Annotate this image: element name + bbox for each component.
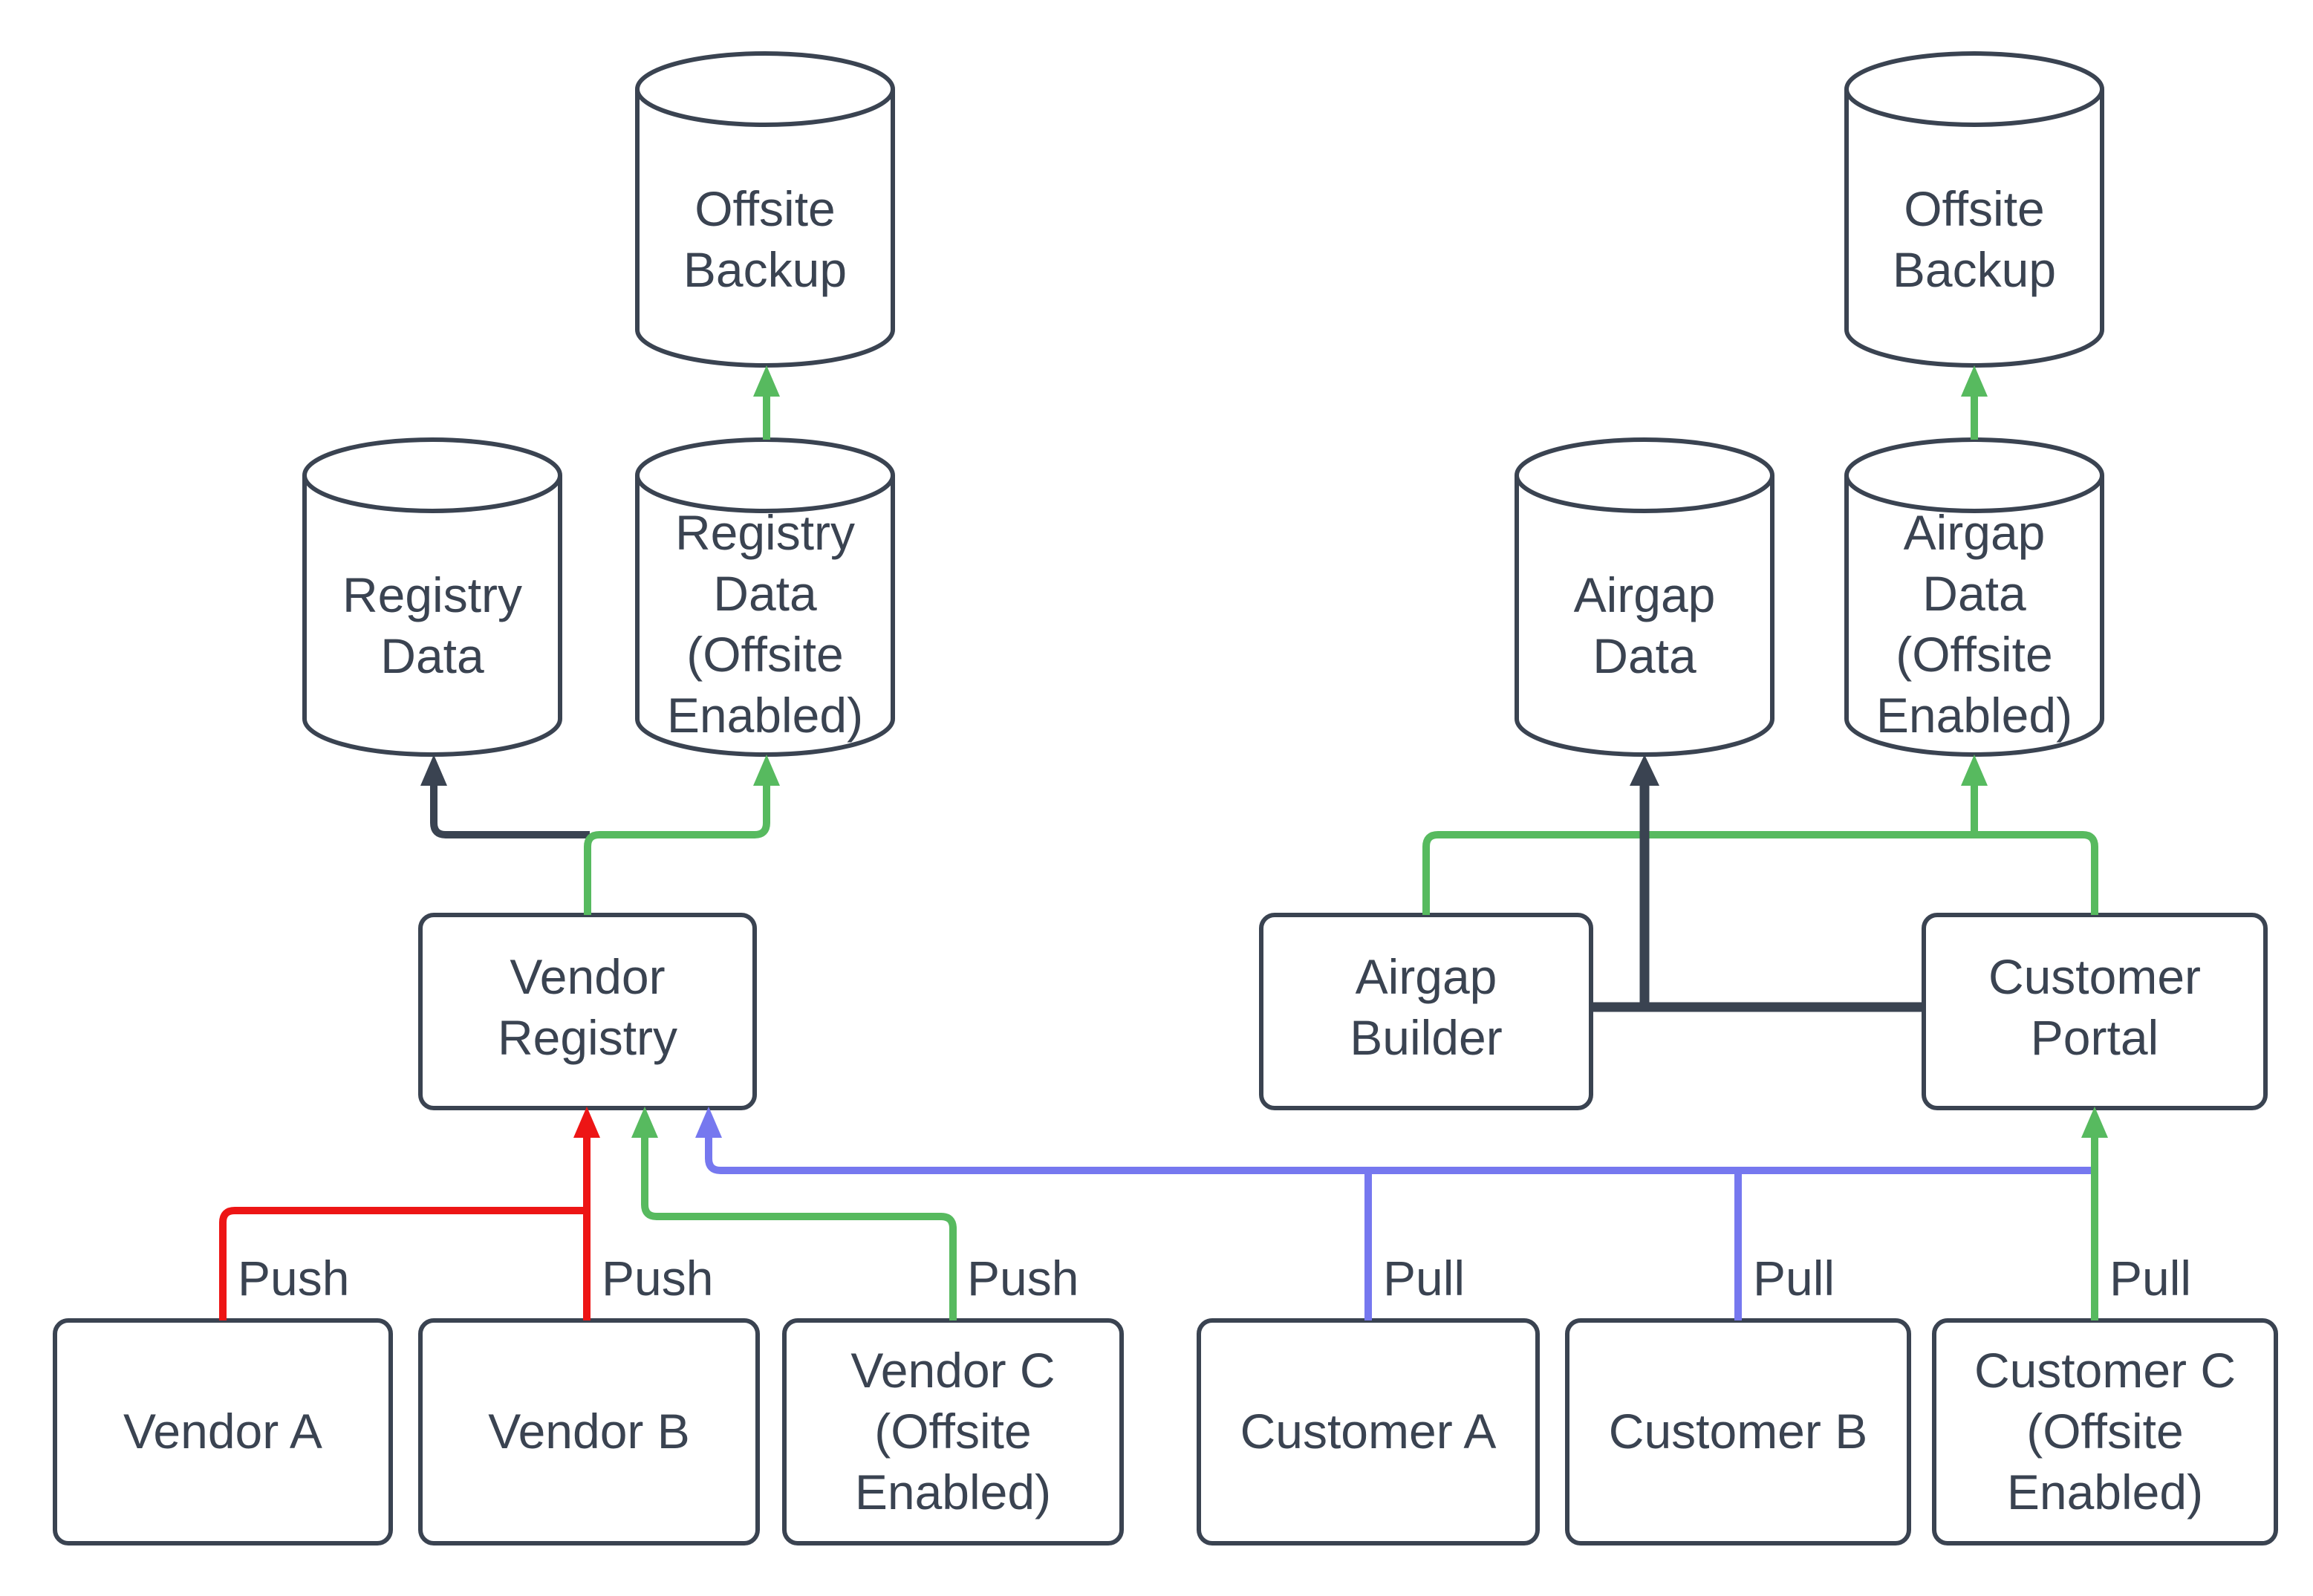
edge-label-push-vendor-a: Push	[238, 1251, 350, 1306]
label-customer-a: Customer A	[1240, 1404, 1497, 1459]
edge-push-vendor-c	[631, 1107, 957, 1320]
cylinder-offsite-backup-left	[635, 51, 895, 368]
edge-label-push-vendor-b: Push	[602, 1251, 714, 1306]
label-airgap-data-offsite: Airgap Data (Offsite Enabled)	[1876, 505, 2073, 743]
cylinder-airgap-data-offsite	[1844, 437, 2104, 757]
label-vendor-registry: Vendor Registry	[497, 949, 678, 1065]
edge-label-pull-customer-b: Pull	[1753, 1251, 1835, 1306]
label-registry-data: Registry Data	[342, 567, 523, 683]
edge-label-pull-customer-a: Pull	[1383, 1251, 1465, 1306]
edge-airgap-data-offsite-to-offsite-backup	[1961, 365, 1988, 440]
edge-to-airgap-data	[1630, 755, 1659, 1007]
edge-push-vendor-b	[573, 1107, 600, 1320]
cylinder-offsite-backup-right	[1844, 51, 2104, 368]
label-offsite-backup-left: Offsite Backup	[683, 181, 848, 297]
label-customer-b: Customer B	[1608, 1404, 1868, 1459]
label-vendor-c: Vendor C (Offsite Enabled)	[850, 1343, 1055, 1520]
label-offsite-backup-right: Offsite Backup	[1892, 181, 2057, 297]
edge-push-vendor-a	[219, 1207, 590, 1320]
edge-vendor-registry-to-registry-data-offsite	[584, 755, 780, 915]
edge-to-airgap-data-offsite	[1961, 755, 1988, 835]
edge-pull-bus-to-vendor-registry	[695, 1107, 2095, 1174]
label-airgap-builder: Airgap Builder	[1350, 949, 1503, 1065]
edge-vendor-registry-to-registry-data	[420, 755, 590, 838]
cylinder-registry-data-offsite	[635, 437, 895, 757]
label-vendor-b: Vendor B	[488, 1404, 690, 1459]
label-customer-c: Customer C (Offsite Enabled)	[1974, 1343, 2236, 1520]
edge-label-push-vendor-c: Push	[967, 1251, 1079, 1306]
edge-label-pull-customer-c: Pull	[2109, 1251, 2192, 1306]
edge-airgap-builder-customer-portal-green	[1422, 831, 2098, 915]
label-customer-portal: Customer Portal	[1988, 949, 2202, 1065]
label-registry-data-offsite: Registry Data (Offsite Enabled)	[666, 505, 864, 743]
label-vendor-a: Vendor A	[123, 1404, 322, 1459]
label-airgap-data: Airgap Data	[1573, 567, 1716, 683]
box-customer-c	[1932, 1318, 2278, 1545]
edge-registry-data-offsite-to-offsite-backup	[753, 365, 780, 440]
edge-pull-customer-c	[2081, 1107, 2108, 1320]
cylinder-registry-data	[302, 437, 562, 757]
cylinder-airgap-data	[1515, 437, 1774, 757]
